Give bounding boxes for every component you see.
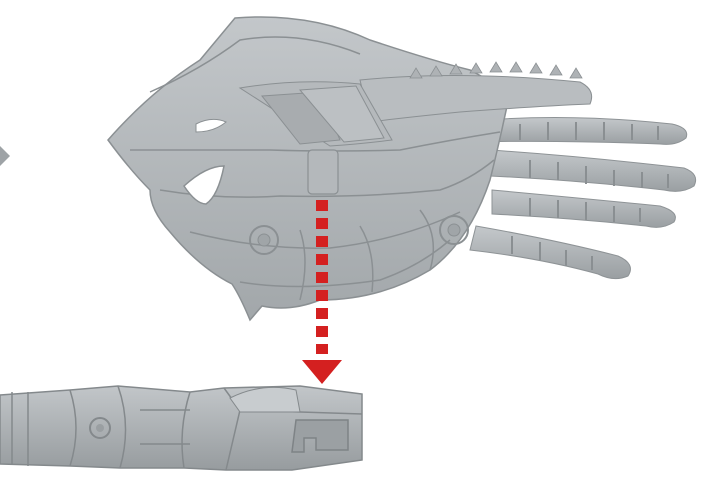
clawed-hand-part: [108, 17, 696, 320]
chevron-right-icon: [0, 146, 10, 166]
arm-joint-part: [0, 386, 362, 470]
